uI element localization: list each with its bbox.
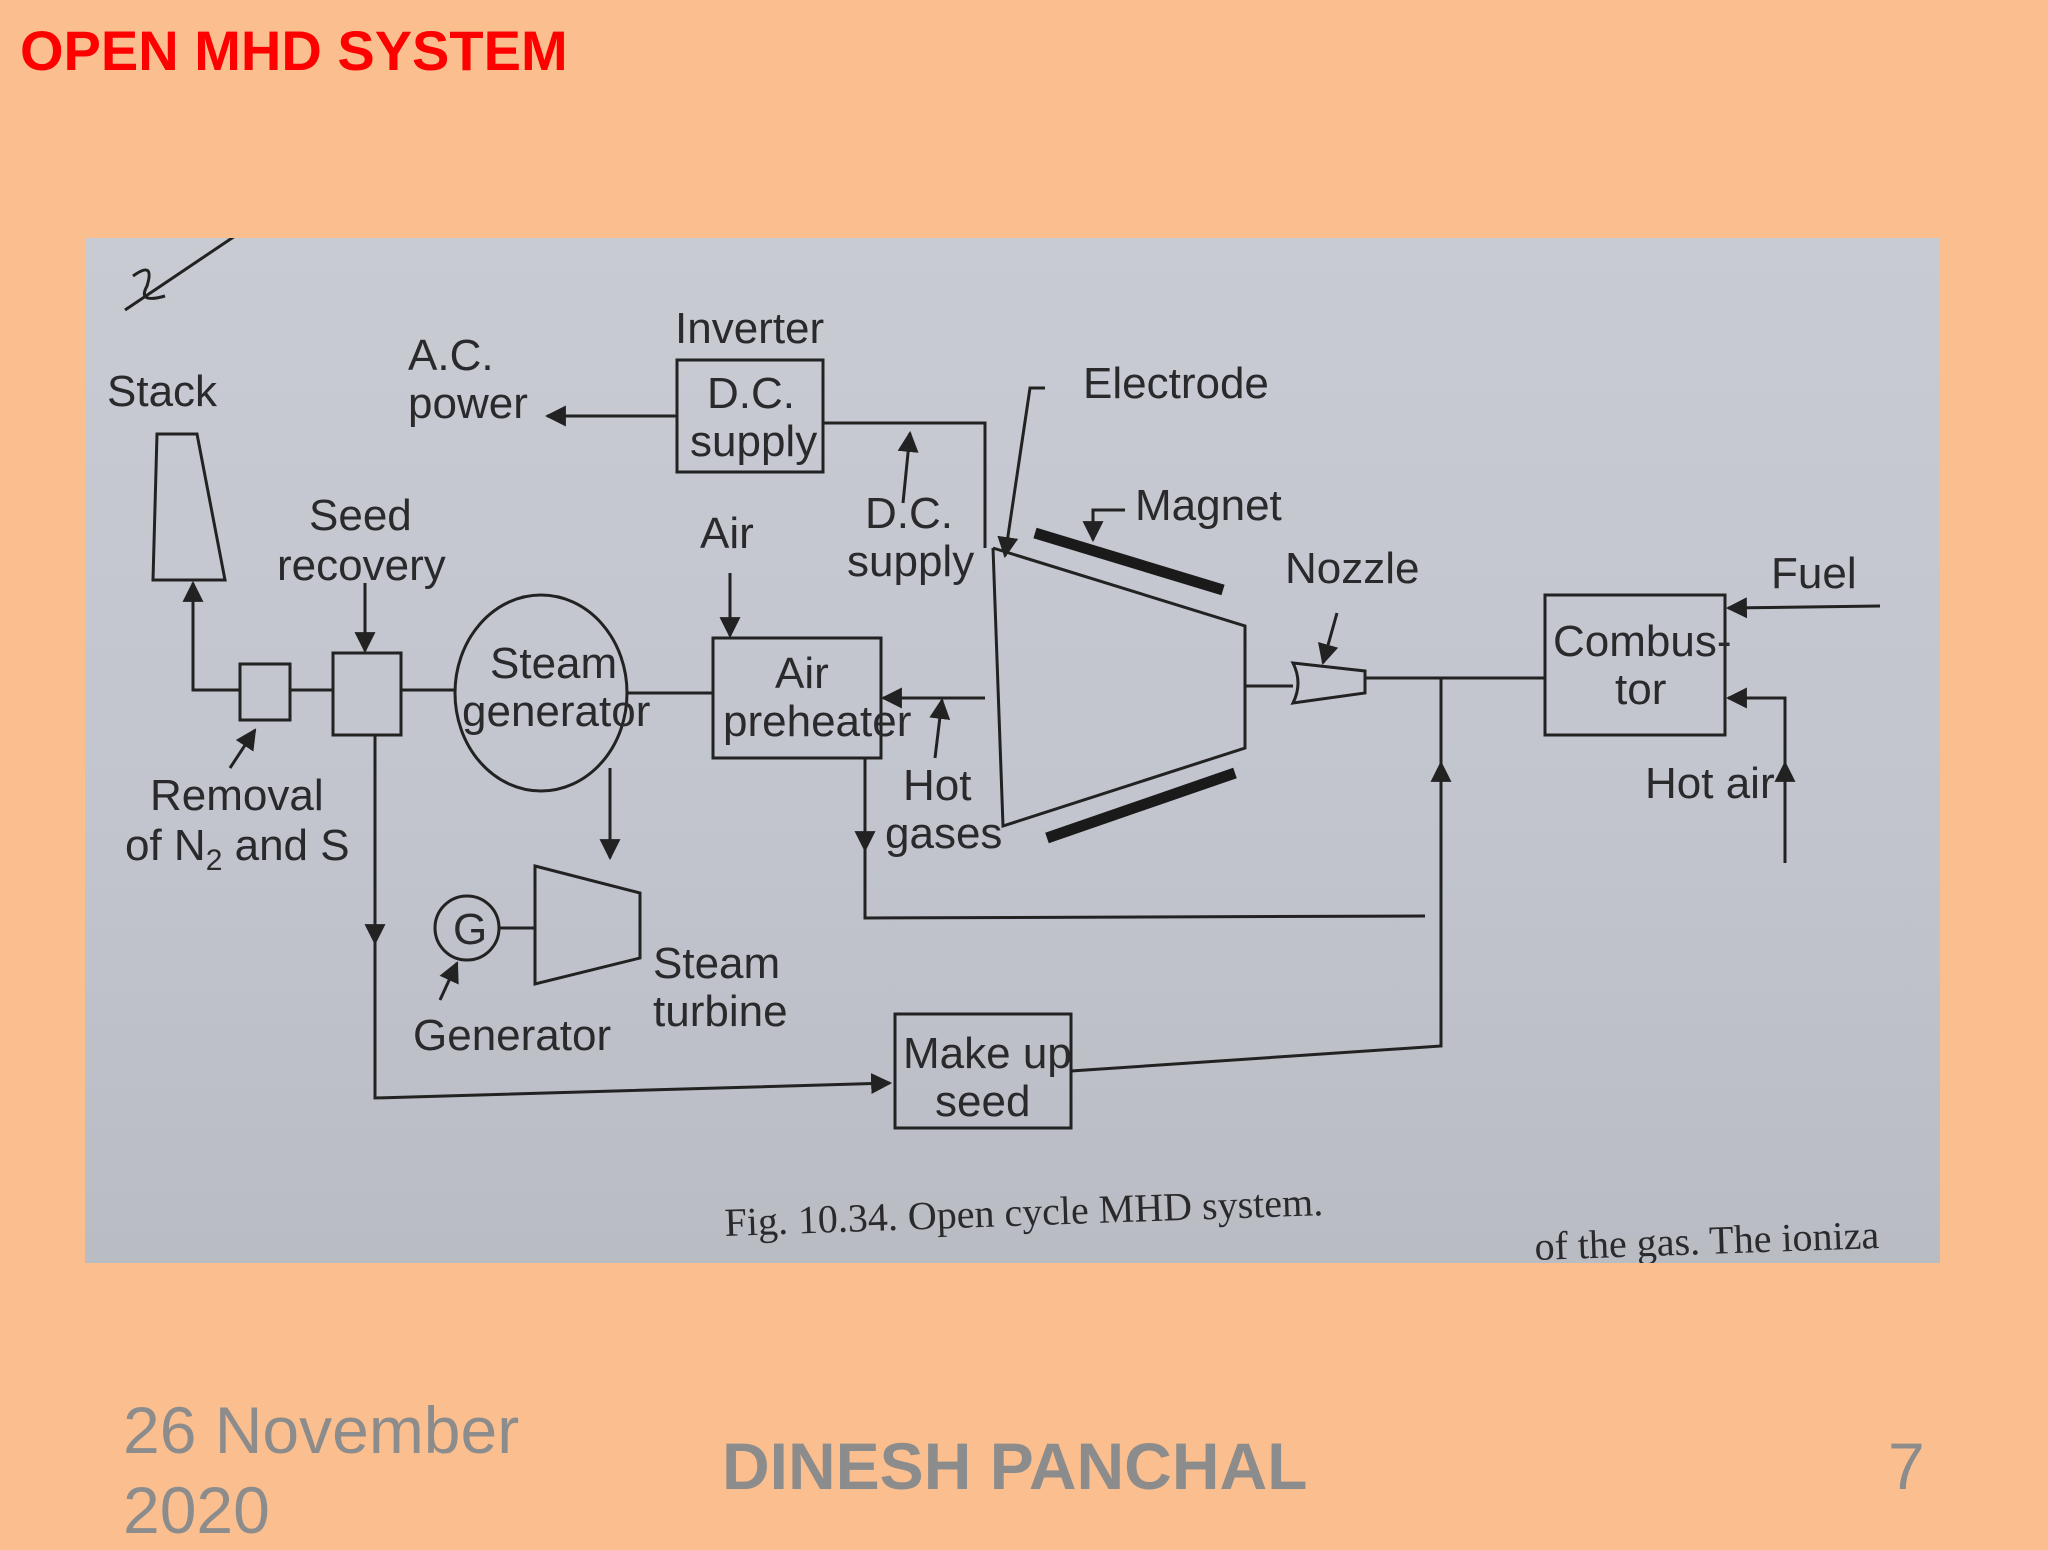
label-dc-2: supply [847,537,974,586]
label-recovery: recovery [277,541,446,590]
handwritten-mark [132,268,166,300]
label-nozzle: Nozzle [1285,544,1420,593]
label-combustor-1: Combus- [1553,617,1732,666]
nozzle-shape [1290,661,1367,705]
label-makeup-1: Make up [903,1029,1072,1078]
open-cycle-mhd-diagram: Stack A.C. power Inverter D.C. supply El… [107,238,1880,1263]
label-g-symbol: G [453,905,487,954]
removal-box [238,662,292,722]
label-fuel: Fuel [1771,549,1857,598]
label-air-preheater-2: preheater [723,697,911,746]
label-generator: Generator [413,1011,611,1060]
footer-author: DINESH PANCHAL [722,1429,1308,1503]
label-magnet: Magnet [1135,481,1282,530]
label-steam-turbine-1: Steam [653,939,780,988]
combustor-box [1543,593,1727,737]
label-ac-power-2: power [408,379,528,428]
label-stack: Stack [107,367,218,416]
label-inverter: Inverter [675,304,824,353]
handwritten-strike [124,238,235,312]
slide-title: OPEN MHD SYSTEM [20,19,568,82]
cut-off-text: of the gas. The ioniza [1534,1212,1880,1263]
footer-date: 26 November 2020 [123,1393,520,1547]
label-steam-gen-1: Steam [490,639,617,688]
label-removal-2: of N2 and S [125,821,350,877]
magnet-top [1033,527,1225,596]
label-removal-1: Removal [150,771,324,820]
figure-caption: Fig. 10.34. Open cycle MHD system. [724,1179,1324,1245]
label-air-preheater-1: Air [775,649,829,698]
mhd-channel [991,546,1247,829]
steam-turbine-shape [533,864,642,986]
label-air: Air [700,509,754,558]
label-hot-gases-1: Hot [903,761,971,810]
label-hot-air: Hot air [1645,759,1775,808]
label-hot-gases-2: gases [885,809,1002,858]
stack-shape [151,432,227,582]
magnet-bottom [1045,767,1237,844]
label-dc-box-2: supply [690,417,817,466]
seed-recovery-box [331,651,403,737]
label-steam-turbine-2: turbine [653,987,788,1036]
label-seed: Seed [309,491,412,540]
footer-page-number: 7 [1888,1429,1925,1503]
label-dc-box-1: D.C. [707,369,795,418]
label-dc-1: D.C. [865,489,953,538]
label-makeup-2: seed [935,1077,1030,1126]
label-combustor-2: tor [1615,665,1666,714]
label-steam-gen-2: generator [462,687,650,736]
label-electrode: Electrode [1083,359,1269,408]
label-ac-power-1: A.C. [408,331,494,380]
diagram-photo: Stack A.C. power Inverter D.C. supply El… [85,238,1940,1263]
